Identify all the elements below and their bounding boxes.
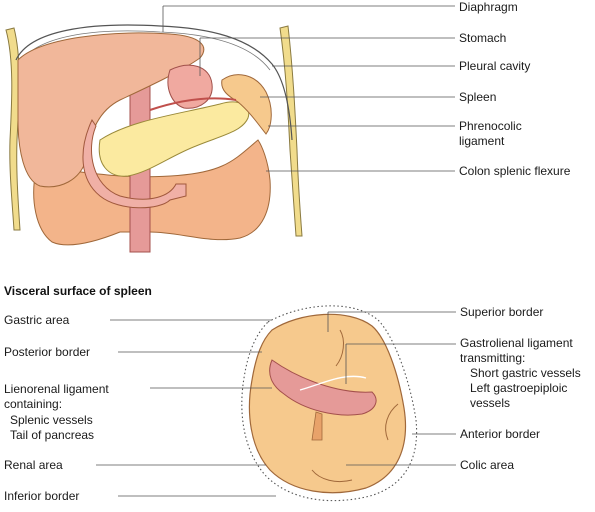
label-diaphragm: Diaphragm <box>459 0 518 14</box>
label-splenic-vessels: Splenic vessels <box>10 413 93 427</box>
duodenum <box>82 118 187 209</box>
label-gastrolienal-ligament: Gastrolienal ligament <box>460 336 573 350</box>
spleen-notch <box>335 329 344 367</box>
ligament-stalk <box>311 411 323 441</box>
splenic-vessels <box>149 97 237 111</box>
short-gastric-vessels <box>299 375 367 391</box>
label-phrenocolic: Phrenocolic <box>459 119 522 133</box>
label-inferior-border: Inferior border <box>4 489 80 503</box>
label-colic-area: Colic area <box>460 458 515 472</box>
label-pleural-cavity: Pleural cavity <box>459 59 531 73</box>
label-anterior-border: Anterior border <box>460 427 541 441</box>
dotted-border-outline <box>241 305 418 502</box>
label-stomach: Stomach <box>459 31 507 45</box>
label-gastric-area: Gastric area <box>4 313 70 327</box>
top-abdominal-view <box>5 24 303 253</box>
spleen-notch <box>311 469 353 483</box>
label-phrenocolic-ligament: ligament <box>459 134 505 148</box>
label-spleen: Spleen <box>459 90 497 104</box>
spleen-top <box>221 74 272 135</box>
label-tail-of-pancreas: Tail of pancreas <box>10 428 95 442</box>
spleen-notch <box>385 403 399 441</box>
label-renal-area: Renal area <box>4 458 63 472</box>
label-lienorenal-ligament: Lienorenal ligament <box>4 382 109 396</box>
section-title: Visceral surface of spleen <box>4 284 152 298</box>
label-posterior-border: Posterior border <box>4 345 91 359</box>
label-left-gastroepiploic: Left gastroepiploic <box>470 381 568 395</box>
liver <box>17 32 205 188</box>
label-colon-splenic-flexure: Colon splenic flexure <box>459 164 571 178</box>
label-gastroepiploic-vessels: vessels <box>470 396 511 410</box>
pancreas <box>98 101 250 177</box>
label-lienorenal-containing: containing: <box>4 397 63 411</box>
hilum-vessels <box>269 359 377 416</box>
diaphragm <box>15 24 293 141</box>
pleural-line <box>19 30 271 71</box>
spleen-visceral-view <box>241 305 418 502</box>
label-short-gastric-vessels: Short gastric vessels <box>470 366 581 380</box>
label-gastrolienal-transmitting: transmitting: <box>460 351 526 365</box>
label-superior-border: Superior border <box>460 305 544 319</box>
stomach <box>167 64 213 109</box>
